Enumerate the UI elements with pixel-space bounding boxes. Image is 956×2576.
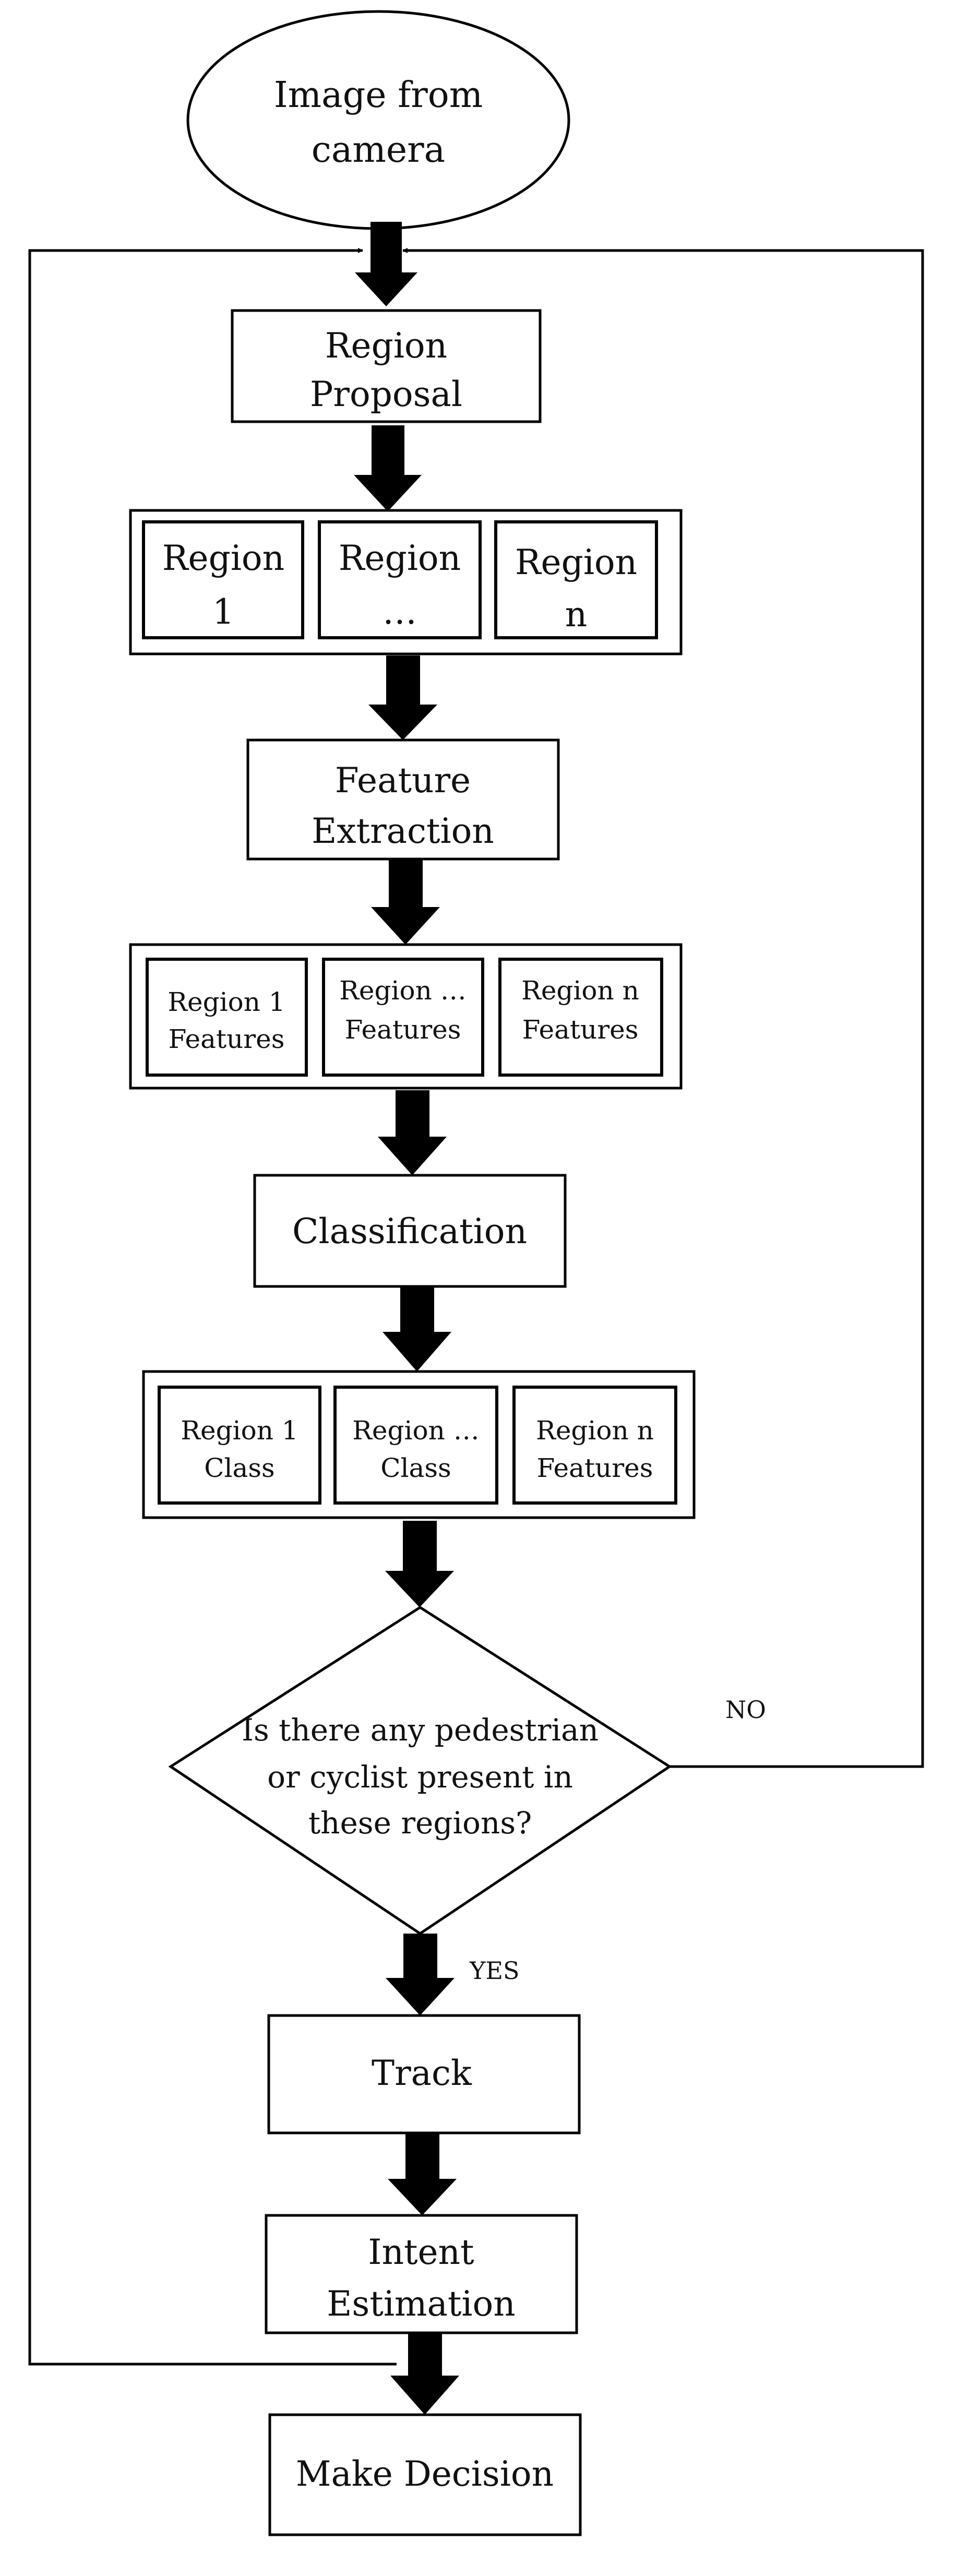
- features-n-line2: Features: [522, 1015, 639, 1045]
- arrow-classification-to-classes: [383, 1286, 451, 1372]
- start-node: Image from camera: [186, 10, 570, 230]
- class-1-line2: Class: [204, 1453, 274, 1483]
- class-box-1: [158, 1386, 321, 1505]
- class-middle-line2: Class: [380, 1453, 451, 1483]
- intent-estimation-line2: Estimation: [327, 2284, 516, 2324]
- feature-extraction-line2: Extraction: [312, 811, 494, 851]
- start-label-line1: Image from: [274, 75, 483, 116]
- yes-edge-label: YES: [469, 1957, 519, 1985]
- classification-label: Classification: [292, 1211, 527, 1251]
- region-proposal-node: Region Proposal: [231, 309, 542, 423]
- track-label: Track: [372, 2053, 472, 2093]
- decision-node: Is there any pedestrian or cyclist prese…: [168, 1606, 672, 1936]
- class-box-n: [512, 1386, 677, 1505]
- decision-line2: or cyclist present in: [267, 1759, 573, 1795]
- region-proposal-line2: Proposal: [310, 374, 462, 414]
- class-n-line2: Features: [537, 1453, 653, 1483]
- feature-extraction-node: Feature Extraction: [246, 738, 560, 861]
- arrow-track-to-intent: [388, 2133, 457, 2215]
- decision-line3: these regions?: [308, 1805, 532, 1841]
- region-box-middle: [318, 520, 482, 639]
- features-middle-line1: Region …: [339, 975, 466, 1006]
- class-middle-line1: Region …: [352, 1415, 479, 1446]
- features-1-line1: Region 1: [168, 987, 285, 1017]
- region-features-group: Region 1 Features Region … Features Regi…: [129, 943, 683, 1090]
- no-branch-line: [402, 248, 924, 1768]
- classification-node: Classification: [253, 1174, 567, 1288]
- decision-line1: Is there any pedestrian: [242, 1712, 599, 1748]
- make-decision-label: Make Decision: [296, 2454, 554, 2494]
- features-box-1: [146, 958, 308, 1077]
- features-middle-line2: Features: [345, 1015, 461, 1045]
- region-proposal-line1: Region: [325, 326, 447, 366]
- arrow-start-to-proposal: [355, 222, 417, 306]
- features-box-n: [498, 958, 663, 1077]
- start-label-line2: camera: [312, 129, 445, 171]
- features-box-middle: [322, 958, 484, 1077]
- arrow-decision-to-track: [386, 1934, 455, 2016]
- arrow-intent-to-decision: [390, 2333, 459, 2415]
- arrow-extraction-to-features: [371, 860, 440, 945]
- class-n-line1: Region n: [536, 1415, 654, 1446]
- arrow-regions-to-extraction: [368, 655, 437, 740]
- no-edge-label: NO: [725, 1696, 766, 1724]
- arrow-features-to-classification: [378, 1090, 447, 1175]
- intent-estimation-line1: Intent: [368, 2232, 474, 2272]
- flow-arrows: [354, 222, 459, 2415]
- features-1-line2: Features: [169, 1024, 285, 1054]
- class-box-middle: [333, 1386, 498, 1505]
- region-n-line1: Region: [515, 542, 637, 582]
- region-n-line2: n: [565, 594, 588, 635]
- region-box-1: [142, 520, 304, 639]
- track-node: Track: [267, 2014, 581, 2134]
- loop-return-line: [28, 248, 397, 2366]
- arrow-proposal-to-regions: [354, 425, 422, 511]
- region-1-line1: Region: [162, 538, 284, 578]
- features-n-line1: Region n: [521, 975, 639, 1006]
- region-box-n: [494, 520, 658, 639]
- region-classes-group: Region 1 Class Region … Class Region n F…: [142, 1370, 696, 1519]
- region-middle-line1: Region: [339, 538, 461, 578]
- intent-estimation-node: Intent Estimation: [265, 2214, 578, 2334]
- class-1-line1: Region 1: [181, 1415, 298, 1446]
- region-middle-line2: …: [383, 592, 417, 632]
- arrow-classes-to-decision: [385, 1521, 454, 1607]
- region-1-line2: 1: [212, 592, 234, 632]
- feature-extraction-line1: Feature: [335, 760, 471, 801]
- regions-group: Region 1 Region … Region n: [129, 509, 683, 655]
- make-decision-node: Make Decision: [268, 2413, 582, 2536]
